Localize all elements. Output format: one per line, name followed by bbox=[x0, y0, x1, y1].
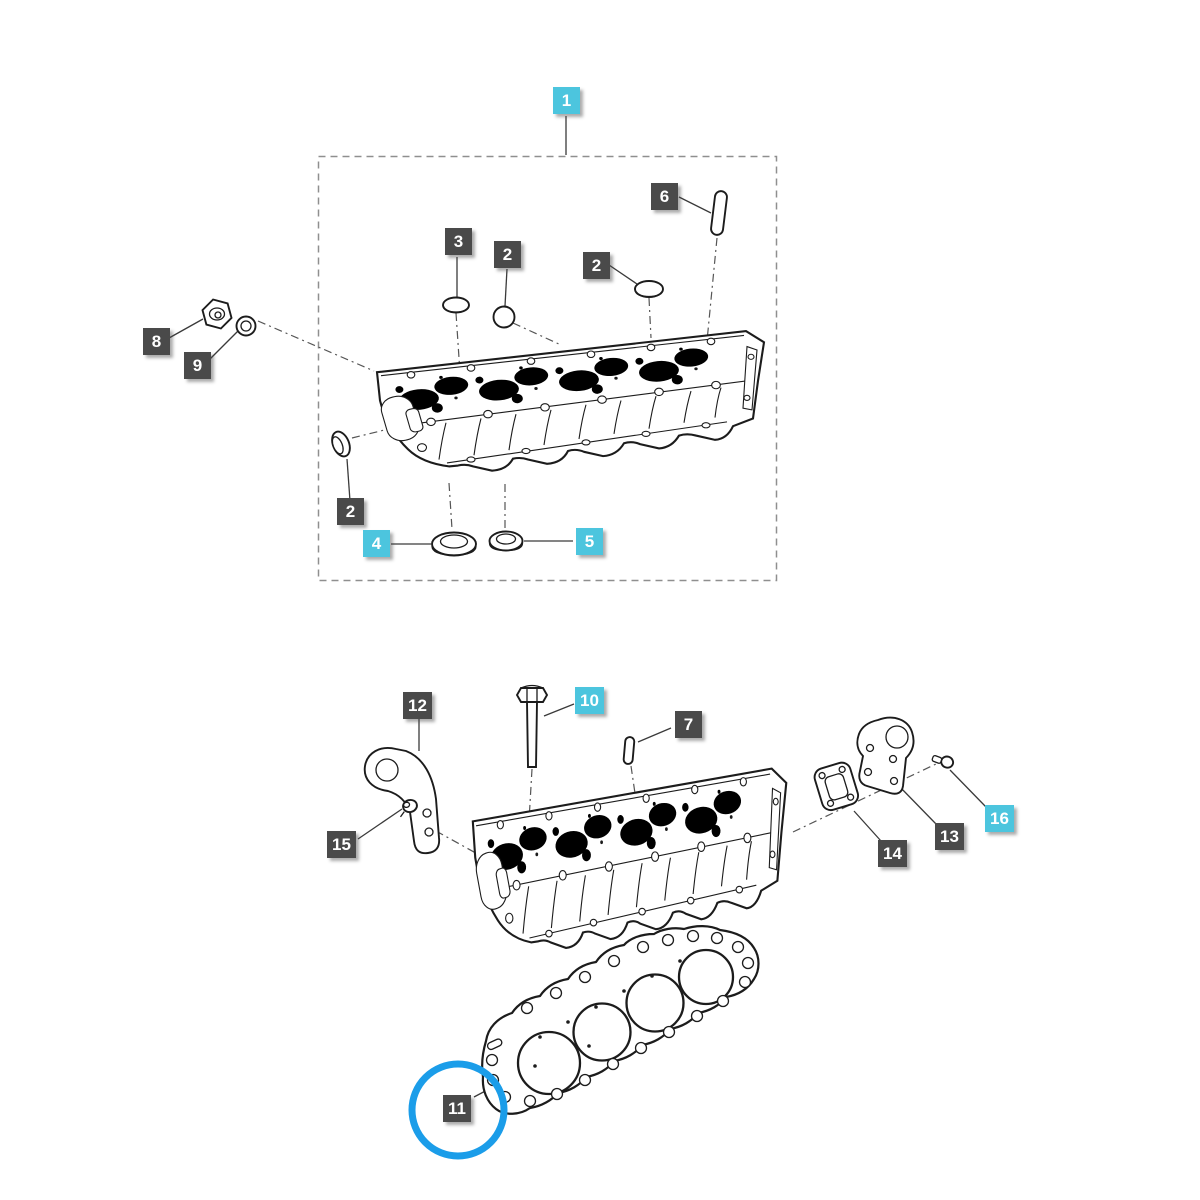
assembly-group-box bbox=[317, 155, 778, 582]
callout-2-b[interactable]: 2 bbox=[583, 252, 610, 279]
part-7-dowel-pin-drawing bbox=[622, 736, 636, 765]
part-4-seal-ring-drawing bbox=[431, 531, 477, 557]
align-line-part-9 bbox=[257, 320, 375, 372]
callout-1[interactable]: 1 bbox=[553, 87, 580, 114]
callout-16[interactable]: 16 bbox=[985, 805, 1014, 832]
part-3-valve-seal-drawing bbox=[442, 296, 470, 314]
callout-15[interactable]: 15 bbox=[327, 831, 356, 858]
cylinder-head-bottom-drawing bbox=[473, 769, 786, 948]
leader-line-2b bbox=[608, 264, 638, 285]
cylinder-head-top-drawing bbox=[377, 331, 764, 471]
leader-line-14 bbox=[853, 810, 882, 842]
callout-7[interactable]: 7 bbox=[675, 711, 702, 738]
leader-line-2c bbox=[346, 458, 351, 502]
part-10-head-bolt-drawing bbox=[515, 684, 549, 768]
part-12-lifting-hook-drawing bbox=[363, 747, 441, 855]
leader-line-2a bbox=[504, 268, 508, 307]
callout-12[interactable]: 12 bbox=[403, 692, 432, 719]
callout-10[interactable]: 10 bbox=[575, 687, 604, 714]
selection-circle-part-11 bbox=[408, 1060, 508, 1160]
callout-4[interactable]: 4 bbox=[363, 530, 390, 557]
callout-14[interactable]: 14 bbox=[878, 840, 907, 867]
callout-5[interactable]: 5 bbox=[576, 528, 603, 555]
part-6-valve-guide-drawing bbox=[710, 190, 728, 236]
callout-3[interactable]: 3 bbox=[445, 228, 472, 255]
part-13-bracket-drawing bbox=[856, 716, 915, 795]
leader-lines-bottom bbox=[357, 703, 987, 1098]
leader-line-15 bbox=[357, 808, 403, 840]
align-line-part-7 bbox=[630, 765, 638, 808]
part-8-plug-nut-drawing bbox=[201, 298, 233, 330]
callout-6[interactable]: 6 bbox=[651, 183, 678, 210]
part-16-bolt-drawing bbox=[931, 754, 955, 769]
callout-13[interactable]: 13 bbox=[935, 823, 964, 850]
align-line-part-6 bbox=[706, 237, 718, 342]
callout-9[interactable]: 9 bbox=[184, 352, 211, 379]
part-2b-valve-seal-drawing bbox=[634, 280, 664, 298]
leader-line-6 bbox=[678, 196, 712, 214]
leader-line-13 bbox=[898, 785, 938, 826]
align-line-part-3 bbox=[455, 312, 462, 389]
leader-line-7 bbox=[637, 727, 672, 743]
leader-line-9 bbox=[207, 329, 240, 362]
callout-2-c[interactable]: 2 bbox=[337, 498, 364, 525]
part-5-seal-ring-drawing bbox=[488, 530, 524, 552]
align-line-parts-13-14-16 bbox=[792, 763, 937, 833]
callout-8[interactable]: 8 bbox=[143, 328, 170, 355]
align-line-part-2a bbox=[512, 322, 562, 346]
part-14-gasket-drawing bbox=[813, 761, 860, 812]
part-2a-valve-cap-drawing bbox=[492, 305, 516, 329]
callout-11[interactable]: 11 bbox=[443, 1095, 471, 1122]
part-15-bolt-drawing bbox=[399, 798, 418, 818]
leader-line-8 bbox=[168, 318, 204, 339]
align-line-part-4 bbox=[448, 482, 453, 530]
leader-line-10 bbox=[543, 703, 575, 717]
leader-lines-top bbox=[168, 116, 712, 545]
callout-2-a[interactable]: 2 bbox=[494, 241, 521, 268]
leader-line-16 bbox=[949, 769, 987, 808]
part-9-washer-drawing bbox=[235, 315, 257, 337]
part-11-head-gasket-drawing bbox=[481, 925, 760, 1115]
gasket-pin-dots bbox=[533, 959, 682, 1068]
part-2c-plug-drawing bbox=[331, 430, 351, 458]
align-line-part-2b bbox=[648, 297, 652, 339]
